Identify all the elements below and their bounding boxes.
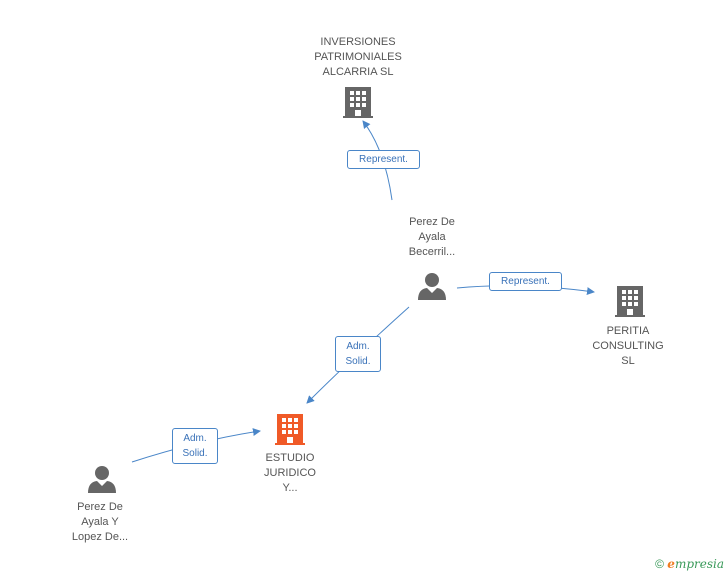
brand-initial: e: [667, 557, 675, 571]
node-label-peritia: PERITIA CONSULTING SL: [592, 325, 664, 367]
node-label-perez-becerril: Perez De Ayala Becerril...: [408, 216, 456, 258]
building-icon[interactable]: [343, 86, 373, 118]
edge-label-represent[interactable]: Represent.: [347, 150, 420, 169]
edge-label-line: Solid.: [182, 448, 208, 459]
edge-label-adm-solid[interactable]: Adm. Solid.: [335, 336, 381, 372]
edge-label-line: Solid.: [345, 356, 371, 367]
empresia-logo: © empresia: [655, 557, 724, 571]
edge-label-line: Adm.: [183, 433, 207, 444]
building-icon[interactable]: [615, 285, 645, 317]
node-label-estudio: ESTUDIO JURIDICO Y...: [264, 452, 316, 494]
person-icon[interactable]: [87, 464, 117, 494]
person-icon[interactable]: [417, 271, 447, 301]
node-label-perez-lopez: Perez De Ayala Y Lopez De...: [71, 501, 129, 543]
building-icon[interactable]: [275, 413, 305, 445]
edge-label-line: Adm.: [346, 341, 370, 352]
edge-label-represent[interactable]: Represent.: [489, 272, 562, 291]
node-label-inversiones: INVERSIONES PATRIMONIALES ALCARRIA SL: [314, 36, 402, 78]
brand-rest: mpresia: [674, 557, 724, 571]
copyright-symbol: ©: [655, 557, 664, 571]
edge-label-adm-solid[interactable]: Adm. Solid.: [172, 428, 218, 464]
brand-name: empresia: [667, 557, 724, 571]
